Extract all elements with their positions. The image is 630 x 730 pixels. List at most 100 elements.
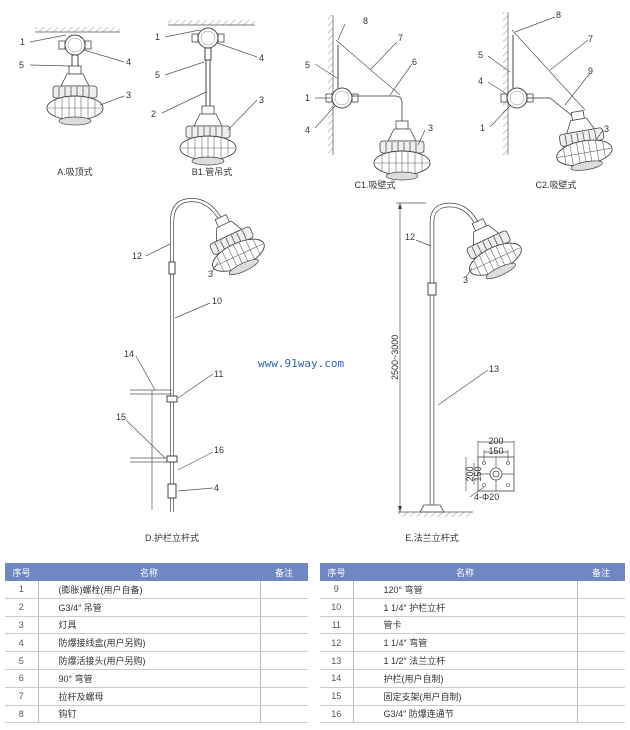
label-5: 5 — [305, 60, 310, 70]
part-name: 90° 弯管 — [38, 669, 260, 688]
diagram-c1-wall-mount: 8 7 5 6 1 4 3 C1.吸壁式 — [305, 15, 433, 190]
label-3: 3 — [463, 275, 468, 285]
part-name: 防爆接线盒(用户另购) — [38, 633, 260, 653]
part-name: 防爆活接头(用户另购) — [38, 651, 260, 670]
part-name: 拉杆及螺母 — [38, 687, 260, 706]
part-remark — [576, 669, 625, 688]
label-14: 14 — [124, 349, 134, 359]
installation-drawings: 1 5 4 3 A.吸顶式 1 4 5 2 3 B1.管吊式 — [19, 10, 616, 543]
header-name: 名称 — [353, 563, 577, 581]
flange-hole-spacing-v-150: 150 — [473, 466, 483, 481]
label-6: 6 — [412, 57, 417, 67]
part-remark — [259, 687, 308, 706]
part-name: 护栏(用户自制) — [353, 669, 577, 688]
part-remark — [576, 581, 625, 599]
part-name: G3/4″ 吊管 — [38, 598, 260, 617]
part-name: 固定支架(用户自制) — [353, 687, 577, 706]
part-name: 钩钉 — [38, 705, 260, 724]
part-name: 1 1/2″ 法兰立杆 — [353, 651, 577, 670]
label-9: 9 — [588, 66, 593, 76]
part-number: 9 — [320, 581, 354, 599]
part-number: 13 — [320, 651, 354, 670]
diagram-e-flange-pole: 2500~3000 12 3 13 200 150 — [390, 202, 529, 543]
part-name: 1 1/4″ 弯管 — [353, 633, 577, 653]
label-5: 5 — [478, 50, 483, 60]
label-4: 4 — [214, 483, 219, 493]
label-4: 4 — [259, 53, 264, 63]
label-13: 13 — [489, 364, 499, 374]
label-8: 8 — [363, 16, 368, 26]
part-remark — [259, 633, 308, 653]
part-number: 6 — [5, 669, 39, 688]
caption-c2: C2.吸壁式 — [535, 179, 576, 190]
label-3: 3 — [208, 269, 213, 279]
header-no: 序号 — [5, 563, 38, 581]
label-3: 3 — [428, 123, 433, 133]
header-remark: 备注 — [260, 563, 308, 581]
label-10: 10 — [212, 296, 222, 306]
label-1: 1 — [155, 32, 160, 42]
label-4: 4 — [126, 57, 131, 67]
caption-e: E.法兰立杆式 — [405, 532, 459, 543]
flange-plate-detail: 200 150 200 150 4-Φ20 — [465, 436, 515, 502]
label-8: 8 — [556, 10, 561, 20]
part-number: 1 — [5, 581, 39, 599]
diagram-b1-pipe-pendant: 1 4 5 2 3 B1.管吊式 — [151, 20, 264, 177]
caption-a: A.吸顶式 — [57, 166, 93, 177]
label-15: 15 — [116, 412, 126, 422]
diagram-d-guardrail-pole: 12 3 10 14 11 15 16 4 D.护栏立杆式 — [116, 197, 272, 543]
label-5: 5 — [155, 70, 160, 80]
part-remark — [259, 705, 308, 724]
part-remark — [576, 633, 625, 653]
part-name: 管卡 — [353, 616, 577, 635]
part-number: 14 — [320, 669, 354, 688]
part-number: 12 — [320, 633, 354, 653]
part-name: 120° 弯管 — [353, 581, 577, 599]
part-number: 3 — [5, 616, 39, 635]
table-row: 1(膨胀)螺栓(用户自备) — [5, 581, 308, 599]
header-no: 序号 — [320, 563, 353, 581]
label-3: 3 — [259, 95, 264, 105]
label-2: 2 — [151, 109, 156, 119]
label-7: 7 — [398, 33, 403, 43]
part-remark — [576, 598, 625, 617]
part-number: 4 — [5, 633, 39, 653]
caption-d: D.护栏立杆式 — [145, 532, 199, 543]
label-16: 16 — [214, 445, 224, 455]
caption-c1: C1.吸壁式 — [354, 179, 395, 190]
caption-b1: B1.管吊式 — [192, 166, 233, 177]
part-remark — [259, 581, 308, 599]
part-remark — [576, 616, 625, 635]
part-remark — [259, 616, 308, 635]
part-number: 15 — [320, 687, 354, 706]
label-11: 11 — [214, 369, 223, 379]
part-number: 11 — [320, 616, 354, 635]
part-number: 2 — [5, 598, 39, 617]
part-name: G3/4″ 防爆连通节 — [353, 705, 577, 724]
label-12: 12 — [132, 251, 142, 261]
part-remark — [576, 651, 625, 670]
part-remark — [576, 687, 625, 706]
flange-height-200: 200 — [465, 466, 475, 481]
part-remark — [259, 669, 308, 688]
diagram-c2-wall-mount: 8 7 5 9 4 1 3 C2.吸壁式 — [478, 10, 616, 190]
part-number: 5 — [5, 651, 39, 670]
header-remark: 备注 — [577, 563, 625, 581]
part-remark — [259, 598, 308, 617]
part-remark — [259, 651, 308, 670]
part-name: 1 1/4″ 护栏立杆 — [353, 598, 577, 617]
watermark: www.91way.com — [258, 357, 345, 370]
label-1: 1 — [305, 93, 310, 103]
